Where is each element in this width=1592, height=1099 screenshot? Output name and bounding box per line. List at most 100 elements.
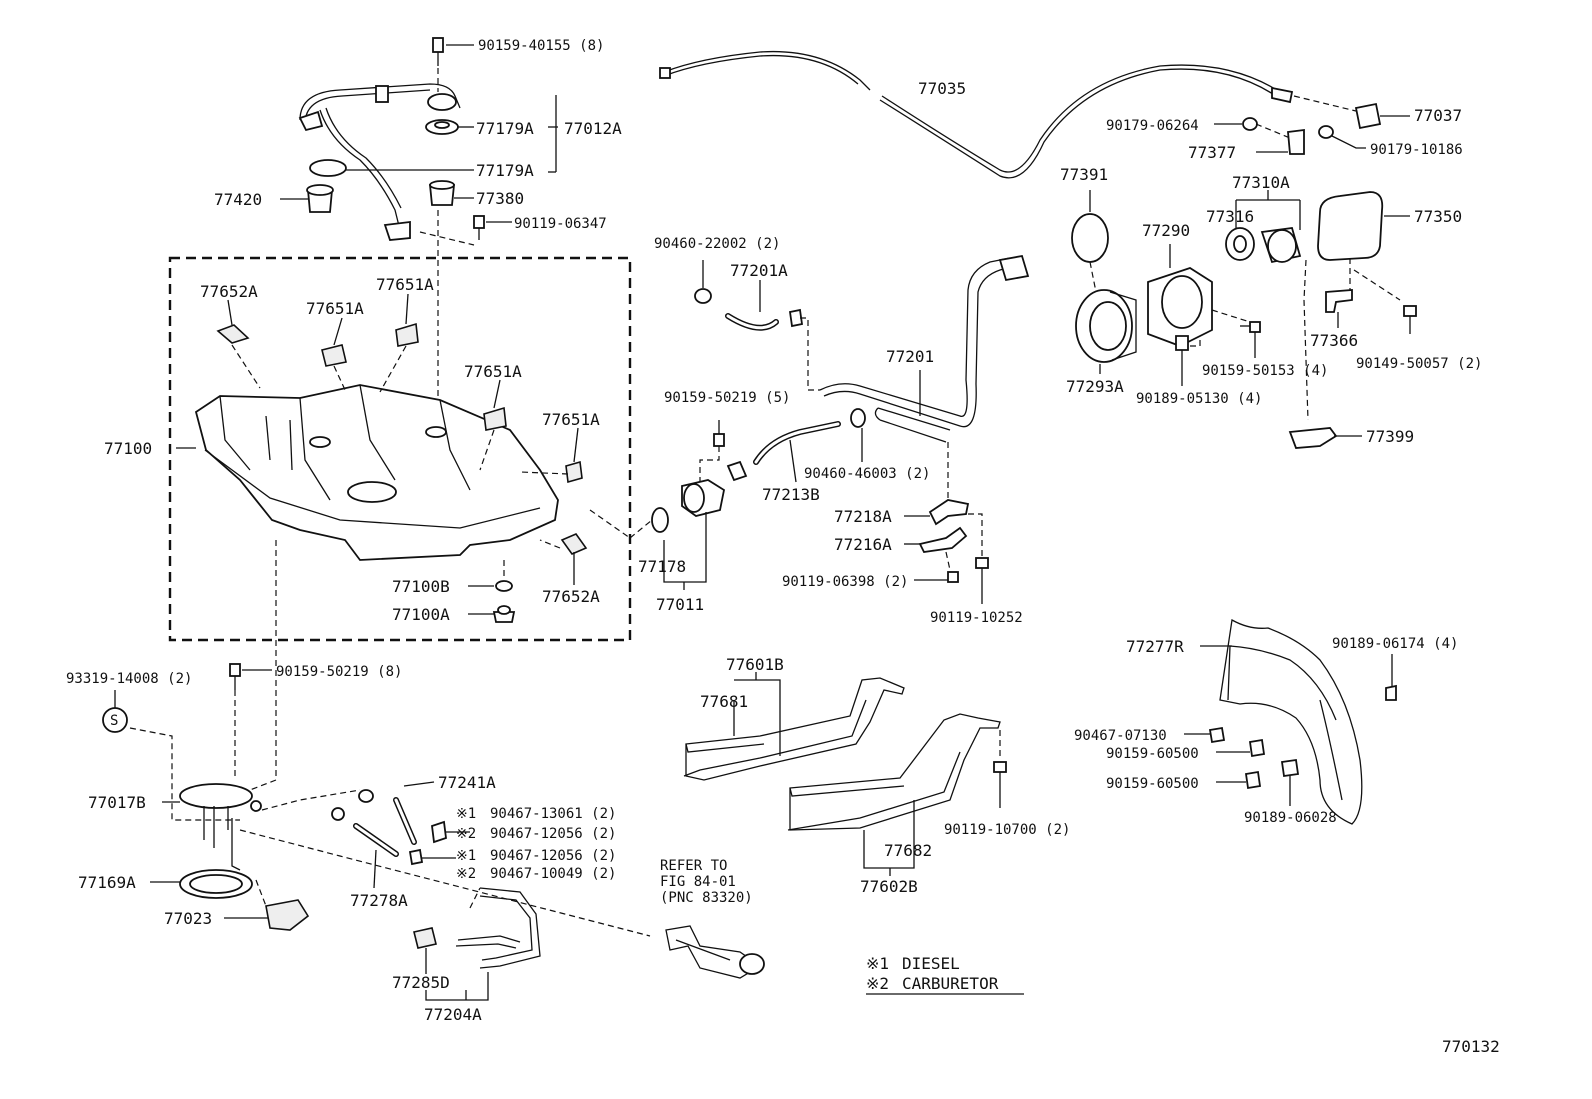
nut (726, 460, 748, 482)
label-77651a-1: 77651A (306, 299, 364, 318)
fuel-tank-77100 (194, 384, 559, 561)
label-77277r: 77277R (1126, 637, 1184, 656)
legend-mark-2: ※2 (866, 974, 889, 993)
figure-id: 770132 (1442, 1037, 1500, 1056)
lever-77399 (1288, 427, 1338, 449)
hinge-77366 (1325, 289, 1353, 313)
gasket-77391 (1071, 213, 1109, 263)
clip-77377 (1287, 128, 1305, 155)
cap-77420 (306, 184, 334, 213)
label-77213b: 77213B (762, 485, 820, 504)
fuel-tank-boundary (168, 256, 632, 642)
label-77350: 77350 (1414, 207, 1462, 226)
label-77011: 77011 (656, 595, 704, 614)
label-77293a: 77293A (1066, 377, 1124, 396)
label-93319-14008: 93319-14008 (2) (66, 671, 192, 687)
fender-liner-77277r (1219, 618, 1363, 825)
label-77316: 77316 (1206, 207, 1254, 226)
label-77035: 77035 (918, 79, 966, 98)
fuel-lines-77204a (455, 887, 541, 969)
label-90179-06264: 90179-06264 (1106, 118, 1199, 134)
label-77100a: 77100A (392, 605, 450, 624)
label-90159-60500-a: 90159-60500 (1106, 746, 1199, 762)
label-90149-50057: 90149-50057 (2) (1356, 356, 1482, 372)
hose-77213b (753, 421, 841, 465)
gasket-77169a (179, 869, 253, 899)
screw-90159-60500-b (1244, 770, 1262, 790)
clamp-90460-46003 (850, 408, 866, 428)
label-77682: 77682 (884, 841, 932, 860)
label-77366: 77366 (1310, 331, 1358, 350)
bolt-90119-06398 (947, 571, 959, 583)
bolt-90119-10252 (975, 557, 989, 604)
refer-line-2: FIG 84-01 (660, 874, 736, 890)
bracket-77218a (928, 499, 970, 526)
label-77178: 77178 (638, 557, 686, 576)
bolt-90119-10700 (993, 761, 1007, 808)
legend-notes: ※1 DIESEL ※2 CARBURETOR (866, 954, 1024, 995)
label-77391: 77391 (1060, 165, 1108, 184)
label-77169a: 77169A (78, 873, 136, 892)
cap-77380 (429, 180, 455, 206)
refer-line-1: REFER TO (660, 858, 727, 874)
bolt-90119-06347 (473, 215, 485, 240)
strap-77602b (787, 713, 1001, 831)
label-90460-22002: 90460-22002 (2) (654, 236, 780, 252)
clip-90189-06028 (1280, 758, 1300, 778)
hose-77241a (393, 797, 417, 845)
s-mark: S (110, 713, 118, 729)
clamp-90467-13061 (431, 820, 447, 844)
note-mark-2b: ※2 (456, 866, 476, 882)
plug-77100b (495, 580, 513, 592)
note-mark-2a: ※2 (456, 826, 476, 842)
bracket-77037 (1354, 102, 1382, 130)
label-77241a: 77241A (438, 773, 496, 792)
clip-hose (331, 789, 374, 821)
filler-pipe-77201 (819, 254, 1030, 443)
label-77017b: 77017B (88, 793, 146, 812)
clip-small (788, 308, 804, 328)
housing-77293a (1075, 289, 1137, 363)
legend-text-diesel: DIESEL (902, 954, 960, 973)
label-77179a: 77179A (476, 119, 534, 138)
box-77290 (1147, 267, 1213, 347)
label-90159-50219-8: 90159-50219 (8) (276, 664, 402, 680)
label-90159-60500-b: 90159-60500 (1106, 776, 1199, 792)
label-90467-12056-a: 90467-12056 (2) (490, 826, 616, 842)
label-77216a: 77216A (834, 535, 892, 554)
label-90460-46003: 90460-46003 (2) (804, 466, 930, 482)
note-mark-1b: ※1 (456, 848, 476, 864)
connector-77285d (413, 927, 437, 949)
label-77012a: 77012A (564, 119, 622, 138)
note-mark-1a: ※1 (456, 806, 476, 822)
label-77285d: 77285D (392, 973, 450, 992)
label-77201a: 77201A (730, 261, 788, 280)
label-77377: 77377 (1188, 143, 1236, 162)
clip-90189-05130 (1175, 335, 1189, 351)
label-77023: 77023 (164, 909, 212, 928)
clamp-90460-22002 (694, 288, 712, 304)
label-90189-06174: 90189-06174 (4) (1332, 636, 1458, 652)
grommet-77316 (1225, 227, 1255, 261)
bolt-90159-50219-5 (713, 420, 725, 447)
part-labels: 90159-40155 (8) 77179A 77012A 77179A 773… (66, 38, 1482, 1024)
legend-mark-1: ※1 (866, 954, 889, 973)
label-77681: 77681 (700, 692, 748, 711)
label-77201: 77201 (886, 347, 934, 366)
legend-text-carburetor: CARBURETOR (902, 974, 999, 993)
hose-77278a (353, 823, 399, 857)
pad-77651a-3 (483, 406, 507, 431)
label-77290: 77290 (1142, 221, 1190, 240)
label-77651a-4: 77651A (542, 410, 600, 429)
label-90159-50153: 90159-50153 (4) (1202, 363, 1328, 379)
refer-line-3: (PNC 83320) (660, 890, 753, 906)
label-77651a-3: 77651A (464, 362, 522, 381)
label-90119-06347: 90119-06347 (514, 216, 607, 232)
label-90189-05130: 90189-05130 (4) (1136, 391, 1262, 407)
label-77037: 77037 (1414, 106, 1462, 125)
screw-90159-50153 (1240, 321, 1261, 333)
label-77380: 77380 (476, 189, 524, 208)
label-77601b: 77601B (726, 655, 784, 674)
strap-77601b (683, 677, 905, 781)
